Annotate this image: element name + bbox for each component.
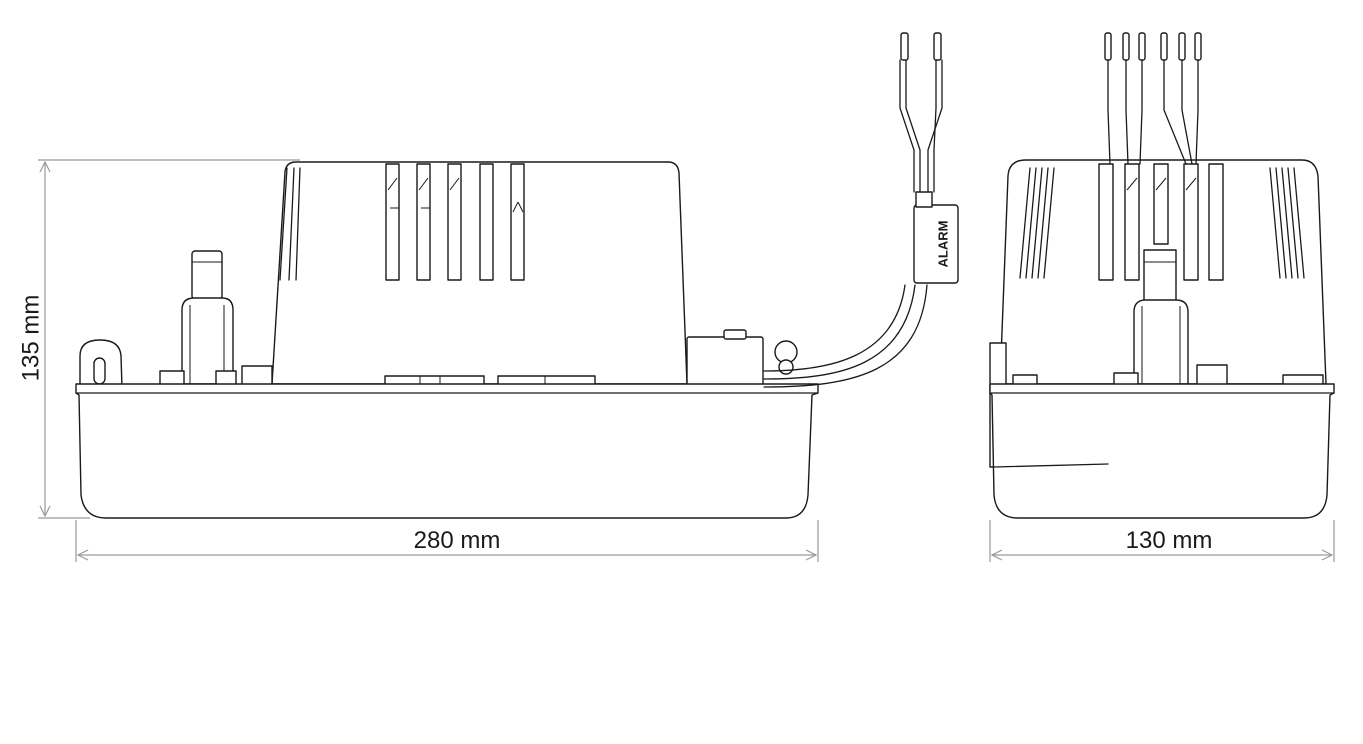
cable-gland: [778, 359, 794, 375]
vent-slots: [385, 163, 525, 281]
wire-end: [1104, 32, 1112, 61]
wire-end: [900, 32, 909, 61]
wire-end: [1138, 32, 1146, 61]
base-fitting: [1196, 364, 1228, 386]
alarm-wire: [899, 59, 915, 193]
vent-slot: [1153, 163, 1169, 245]
wire-end: [1194, 32, 1202, 61]
wire-end: [933, 32, 942, 61]
length-dimension-label: 280 mm: [414, 527, 501, 554]
alarm-tag-collar: [915, 191, 933, 208]
front-pipe-body: [1133, 299, 1189, 385]
alarm-wire: [933, 59, 937, 193]
wire-end: [1178, 32, 1186, 61]
front-wires: [1104, 32, 1202, 165]
inlet-pipe-tip: [191, 250, 223, 300]
base-fitting: [215, 370, 237, 386]
front-pipe-tip: [1143, 249, 1177, 303]
base-fitting: [159, 370, 185, 386]
width-dimension: 130 mm: [989, 520, 1335, 562]
electrical-box-cap: [723, 329, 747, 340]
edge-fins: [1019, 167, 1305, 279]
width-dimension-label: 130 mm: [1126, 527, 1213, 554]
base-fitting: [241, 365, 273, 386]
mounting-ear-slot: [93, 357, 106, 385]
reservoir-base: [75, 383, 819, 519]
vent-slot: [447, 163, 462, 281]
side-view: ALARM: [75, 32, 959, 519]
electrical-box: [686, 336, 764, 386]
height-dimension: 135 mm: [17, 159, 300, 519]
cover-edge-line: [279, 167, 288, 281]
inlet-pipe-body: [181, 297, 234, 385]
reservoir-step-line: [993, 463, 1109, 468]
vent-slot: [1124, 163, 1140, 281]
alarm-tag-label: ALARM: [935, 221, 950, 268]
vent-slot: [510, 163, 525, 281]
alarm-tag: [913, 204, 959, 284]
vent-slot: [416, 163, 431, 281]
vent-slot: [385, 163, 400, 281]
cable: [763, 284, 928, 388]
cable: [763, 284, 906, 372]
alarm-wire: [905, 59, 921, 193]
front-vent-slots: [1098, 163, 1224, 281]
wire-end: [1122, 32, 1130, 61]
vent-slot: [1098, 163, 1114, 281]
inlet-pipe: [181, 250, 234, 385]
cable: [763, 284, 916, 380]
front-view: [989, 32, 1335, 519]
vent-slot: [1183, 163, 1199, 281]
base-fitting: [1113, 372, 1139, 386]
vent-slot: [479, 163, 494, 281]
vent-slot: [1208, 163, 1224, 281]
height-dimension-label: 135 mm: [17, 295, 44, 382]
length-dimension: 280 mm: [75, 520, 819, 562]
wire-end: [1160, 32, 1168, 61]
cover-edge-line: [288, 167, 295, 281]
front-reservoir: [989, 383, 1335, 519]
cover-edge-line: [295, 167, 301, 281]
